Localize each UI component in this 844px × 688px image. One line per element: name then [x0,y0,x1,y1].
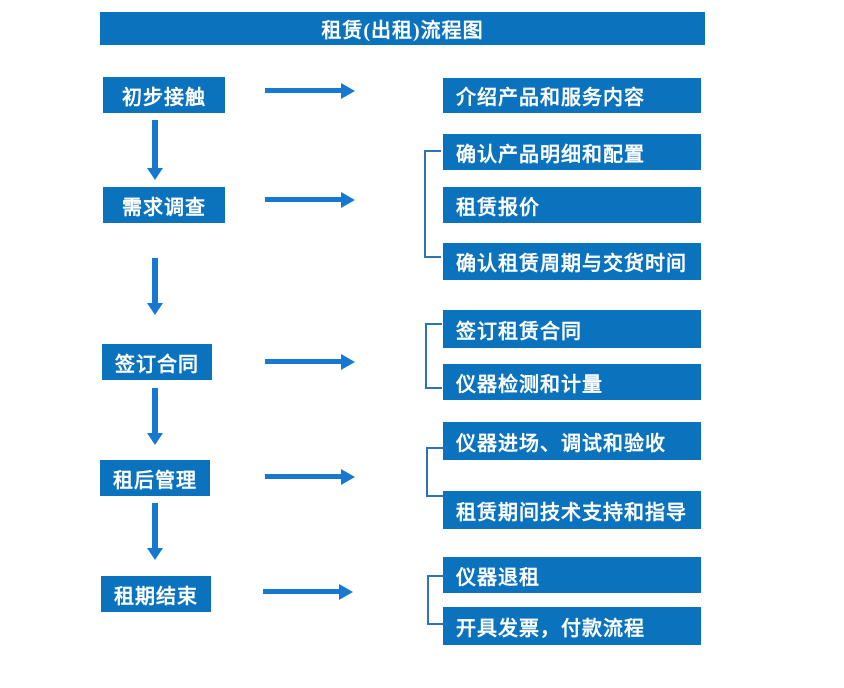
arrow-shaft [152,388,158,433]
arrow-head [339,584,353,600]
arrow-shaft [152,503,158,548]
detail-box-introduce-products-services: 介绍产品和服务内容 [443,78,701,113]
bracket-connector-post-rental [426,447,443,497]
stage-box-post-rental-management: 租后管理 [100,460,210,496]
page-title: 租赁(出租)流程图 [100,12,705,45]
detail-box-rental-quotation: 租赁报价 [443,187,701,223]
arrow-head [341,192,355,208]
stage-box-initial-contact: 初步接触 [103,77,225,113]
arrow-shaft [265,359,341,364]
arrow-head [147,548,163,560]
bracket-connector-rental-end [427,575,444,625]
detail-box-instrument-setup-acceptance: 仪器进场、调试和验收 [443,422,701,460]
arrow-shaft [263,589,339,594]
arrow-head [341,83,355,99]
detail-box-technical-support-guidance: 租赁期间技术支持和指导 [443,491,701,529]
arrow-head [147,303,163,315]
arrow-head [147,433,163,445]
arrow-head [341,469,355,485]
detail-box-confirm-product-details: 确认产品明细和配置 [443,134,701,170]
arrow-shaft [265,197,341,202]
arrow-shaft [152,120,158,168]
stage-box-rental-end: 租期结束 [101,576,211,612]
arrow-shaft [265,474,341,479]
detail-box-confirm-rental-period-delivery: 确认租赁周期与交货时间 [443,243,701,280]
arrow-shaft [152,258,158,303]
arrow-shaft [265,88,341,93]
stage-box-sign-contract: 签订合同 [102,344,212,380]
arrow-head [147,168,163,180]
detail-box-invoice-payment-process: 开具发票，付款流程 [443,607,701,645]
bracket-connector-sign-contract [425,323,442,389]
arrow-head [341,354,355,370]
stage-box-demand-survey: 需求调查 [103,187,225,223]
detail-box-instrument-testing-measurement: 仪器检测和计量 [443,364,701,400]
detail-box-sign-rental-contract: 签订租赁合同 [443,310,701,348]
bracket-connector-demand-survey [424,150,441,258]
detail-box-instrument-return: 仪器退租 [443,557,701,593]
